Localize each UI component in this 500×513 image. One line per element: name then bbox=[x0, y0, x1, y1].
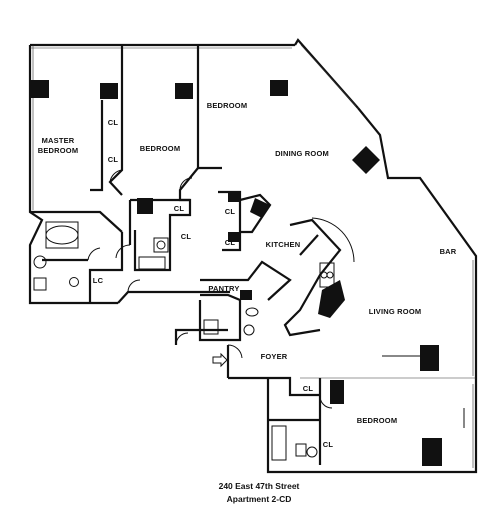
interior-walls bbox=[30, 45, 342, 465]
columns bbox=[31, 80, 442, 466]
label-closet: CL bbox=[323, 440, 334, 449]
label-bedroom-west: BEDROOM bbox=[140, 144, 181, 153]
fixtures bbox=[33, 221, 335, 461]
caption-address: 240 East 47th Street bbox=[219, 481, 300, 491]
label-closet: CL bbox=[108, 155, 119, 164]
label-closet: CL bbox=[181, 232, 192, 241]
door-swings bbox=[87, 169, 355, 409]
label-closet: CL bbox=[174, 204, 185, 213]
outer-walls bbox=[28, 38, 478, 474]
room-labels: MASTER BEDROOM BEDROOM BEDROOM DINING RO… bbox=[38, 101, 457, 425]
closet-labels: CL CL CL CL CL CL CL CL bbox=[108, 118, 334, 449]
label-closet: CL bbox=[225, 238, 236, 247]
windows bbox=[30, 44, 476, 468]
label-master-bedroom-1: MASTER bbox=[42, 136, 75, 145]
caption: 240 East 47th Street Apartment 2-CD bbox=[219, 481, 300, 504]
label-closet: CL bbox=[225, 207, 236, 216]
label-pantry: PANTRY bbox=[208, 284, 239, 293]
label-dining-room: DINING ROOM bbox=[275, 149, 329, 158]
label-master-bedroom-2: BEDROOM bbox=[38, 146, 79, 155]
caption-apartment: Apartment 2-CD bbox=[227, 494, 292, 504]
entry-arrow-icon bbox=[212, 352, 228, 368]
label-closet: CL bbox=[108, 118, 119, 127]
label-foyer: FOYER bbox=[261, 352, 288, 361]
label-living-room: LIVING ROOM bbox=[369, 307, 422, 316]
label-lc: LC bbox=[93, 276, 104, 285]
label-closet: CL bbox=[303, 384, 314, 393]
label-bedroom-south: BEDROOM bbox=[357, 416, 398, 425]
label-bedroom-north: BEDROOM bbox=[207, 101, 248, 110]
label-kitchen: KITCHEN bbox=[266, 240, 301, 249]
label-bar: BAR bbox=[440, 247, 457, 256]
